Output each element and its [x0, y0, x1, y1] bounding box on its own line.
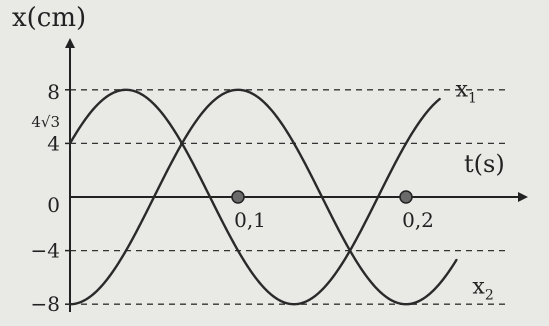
y-axis-label: x(cm)	[12, 3, 86, 33]
x-axis-label: t(s)	[464, 150, 505, 178]
y-tick-label: 0	[47, 193, 60, 217]
marked-point	[399, 190, 413, 204]
y-tick-label: −8	[31, 292, 60, 316]
series-label-x2: x2	[472, 275, 493, 304]
series-labels: x1 x2	[456, 78, 494, 304]
y-tick-labels: 8 4√34 0 −4 −8	[31, 80, 70, 316]
y-tick-label: 8	[47, 80, 60, 104]
x-tick-labels: 0,1 0,2	[234, 208, 434, 232]
y-tick-label: −4	[31, 239, 60, 263]
x-tick-label: 0,1	[234, 208, 266, 232]
marked-point	[231, 190, 245, 204]
series-line-x2	[68, 88, 458, 306]
y-tick-label: 4√3	[31, 113, 60, 131]
y-tick-label: 4	[47, 131, 60, 155]
marked-points	[231, 190, 413, 204]
series-label-x1: x1	[456, 78, 477, 107]
x-tick-label: 0,2	[402, 208, 434, 232]
series-line-x1	[68, 88, 441, 306]
series-curves	[68, 88, 458, 306]
